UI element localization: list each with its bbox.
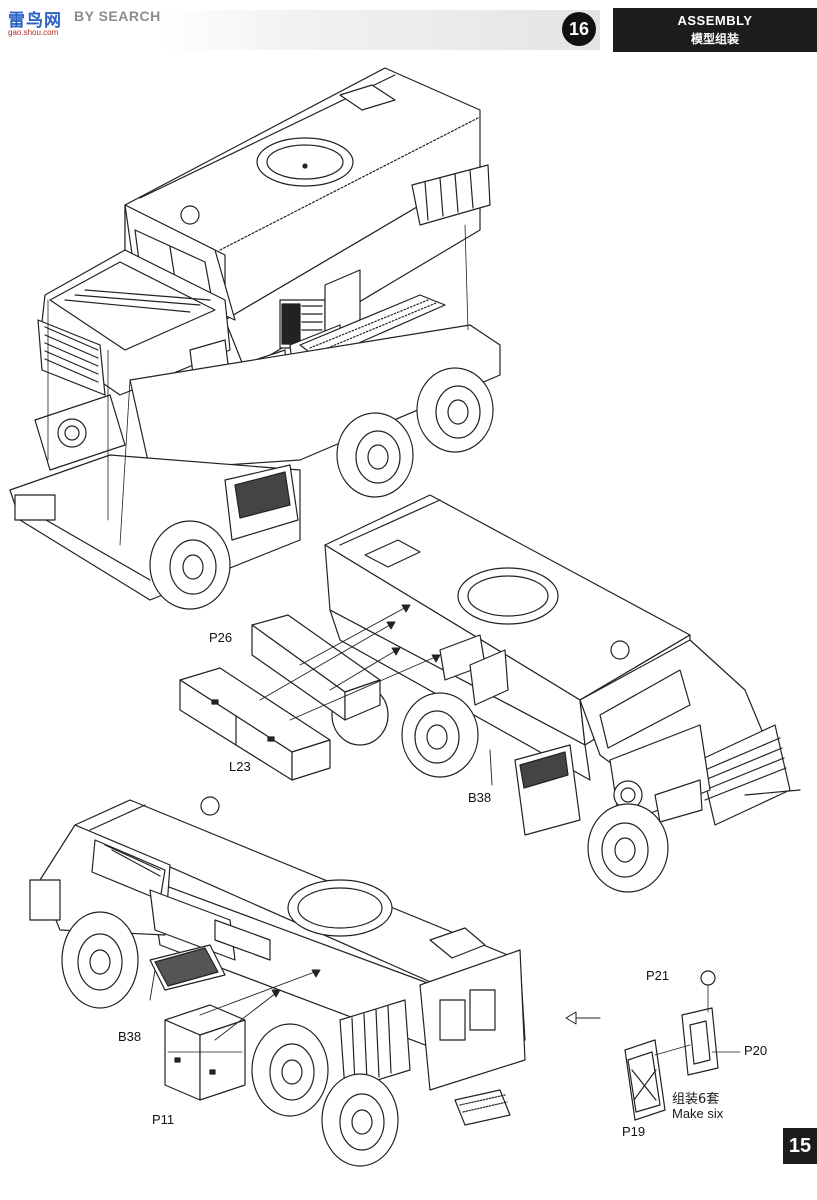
watermark-cn: 雷鸟网: [8, 11, 62, 31]
roof-light-middle: [610, 640, 630, 660]
label-p26: P26: [209, 630, 233, 645]
rear-ladder-top: [411, 164, 491, 226]
strap-p21: [700, 970, 716, 986]
toolbox-p11: [164, 1004, 246, 1101]
roof-panel-top: [339, 84, 396, 111]
page-header: 雷鸟网 BY SEARCH gao.shou.com 16 ASSEMBLY 模…: [0, 0, 817, 52]
arrows-bottom: [149, 969, 321, 1041]
wheels-top: [149, 367, 494, 610]
section-title-cn: 模型组装: [690, 32, 739, 46]
label-p11: P11: [152, 1112, 175, 1127]
cab-bottom: [29, 824, 271, 961]
wheels-middle: [331, 684, 669, 893]
roof-hatch-middle: [457, 567, 559, 625]
assembly-drawing: [9, 67, 801, 1167]
vehicle-middle: [179, 494, 801, 893]
subassembly-guides: [654, 984, 741, 1056]
watermark-url: gao.shou.com: [8, 28, 59, 37]
vehicle-bottom: [29, 796, 526, 1167]
watermark: 雷鸟网 BY SEARCH gao.shou.com: [4, 4, 164, 40]
label-l23: L23: [229, 759, 251, 774]
roof-panel-bottom: [429, 927, 486, 959]
toolbox-p26: [251, 614, 381, 721]
page-number: 15: [783, 1128, 817, 1164]
arrows-middle: [259, 604, 493, 786]
cab-front-top: [37, 204, 236, 396]
step-number-badge: 16: [562, 12, 596, 46]
rear-door-bottom: [419, 949, 526, 1126]
instruction-cn: 组装6套: [672, 1092, 720, 1107]
label-b38-bottom: B38: [118, 1029, 142, 1044]
side-step-bottom: [149, 944, 226, 991]
label-b38-top: B38: [468, 790, 492, 805]
roof-panel-middle: [364, 539, 421, 568]
label-p20: P20: [744, 1043, 768, 1058]
roof-hatch-bottom: [287, 879, 393, 937]
cab-middle: [579, 639, 791, 826]
section-title-en: ASSEMBLY: [677, 13, 753, 28]
roof-light-bottom: [200, 796, 220, 816]
label-p19: P19: [622, 1124, 646, 1139]
direction-arrow: [565, 1011, 601, 1025]
bracket-p20: [681, 1007, 719, 1076]
roof-light-top: [180, 205, 200, 225]
toolbox-l23: [179, 667, 331, 781]
vehicle-top-exploded: [9, 67, 501, 610]
wheels-bottom: [61, 911, 399, 1167]
watermark-en: BY SEARCH: [74, 8, 161, 24]
section-title-box: ASSEMBLY 模型组装: [613, 8, 817, 52]
jerrycan-rack-bottom: [339, 999, 411, 1091]
instruction-en: Make six: [672, 1106, 724, 1121]
jerrycan-subassembly: [565, 970, 741, 1121]
header-band: [160, 10, 600, 50]
guide-lines-top: [47, 224, 469, 546]
jerrycan-p19: [624, 1039, 666, 1121]
roof-hatch-top: [256, 137, 354, 187]
label-p21: P21: [646, 968, 670, 983]
